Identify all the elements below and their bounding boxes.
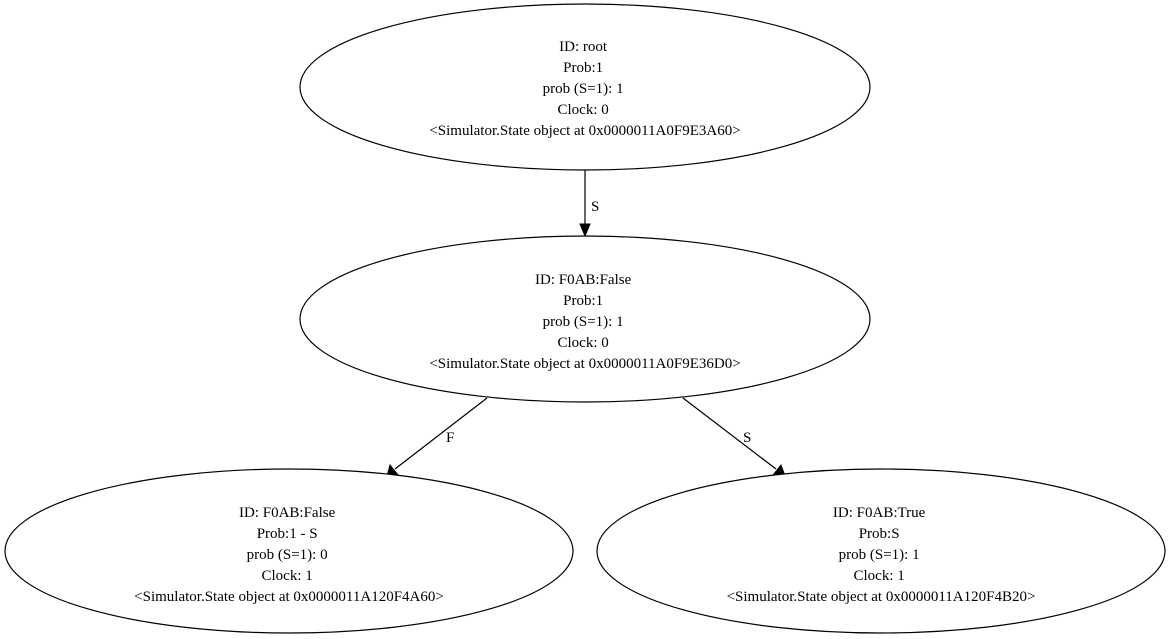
node-id-line: ID: root [559, 39, 608, 55]
node-clock-line: Clock: 0 [558, 102, 609, 118]
node-prob-s-line: prob (S=1): 0 [247, 547, 328, 563]
node-id-line: ID: F0AB:True [833, 505, 926, 521]
node-f0ab-false-child: ID: F0AB:False Prob:1 - S prob (S=1): 0 … [4, 468, 574, 634]
node-label: ID: F0AB:True Prob:S prob (S=1): 1 Clock… [727, 505, 1036, 605]
node-f0ab-false: ID: F0AB:False Prob:1 prob (S=1): 1 Cloc… [299, 235, 871, 403]
node-ellipse [299, 3, 871, 171]
node-object-line: <Simulator.State object at 0x0000011A120… [727, 589, 1036, 605]
node-root: ID: root Prob:1 prob (S=1): 1 Clock: 0 <… [299, 3, 871, 171]
edge-root-to-f0ab-false: S [579, 170, 599, 238]
node-id-line: ID: F0AB:False [239, 505, 336, 521]
node-object-line: <Simulator.State object at 0x0000011A0F9… [429, 356, 740, 372]
node-prob-s-line: prob (S=1): 1 [839, 547, 920, 563]
node-prob-line: Prob:S [859, 526, 900, 542]
node-ellipse [596, 468, 1166, 634]
edge-line [682, 397, 777, 470]
edge-label: S [743, 430, 751, 446]
edge-label: F [446, 430, 454, 446]
edge-f0ab-false-to-f0ab-false-child: F [386, 397, 488, 477]
node-clock-line: Clock: 0 [558, 335, 609, 351]
node-object-line: <Simulator.State object at 0x0000011A0F9… [429, 123, 740, 139]
node-prob-line: Prob:1 [563, 293, 603, 309]
node-ellipse [4, 468, 574, 634]
node-prob-line: Prob:1 [563, 60, 603, 76]
node-id-line: ID: F0AB:False [535, 272, 632, 288]
node-prob-s-line: prob (S=1): 1 [543, 81, 624, 97]
node-label: ID: F0AB:False Prob:1 prob (S=1): 1 Cloc… [429, 272, 740, 372]
arrowhead-icon [579, 223, 591, 238]
edge-line [394, 397, 488, 470]
node-prob-s-line: prob (S=1): 1 [543, 314, 624, 330]
node-f0ab-true: ID: F0AB:True Prob:S prob (S=1): 1 Clock… [596, 468, 1166, 634]
edge-label: S [591, 199, 599, 215]
node-clock-line: Clock: 1 [262, 568, 313, 584]
node-label: ID: F0AB:False Prob:1 - S prob (S=1): 0 … [134, 505, 444, 605]
node-clock-line: Clock: 1 [854, 568, 905, 584]
node-object-line: <Simulator.State object at 0x0000011A120… [134, 589, 444, 605]
node-prob-line: Prob:1 - S [257, 526, 318, 542]
node-label: ID: root Prob:1 prob (S=1): 1 Clock: 0 <… [429, 39, 740, 139]
node-ellipse [299, 235, 871, 403]
edge-f0ab-false-to-f0ab-true: S [682, 397, 786, 477]
